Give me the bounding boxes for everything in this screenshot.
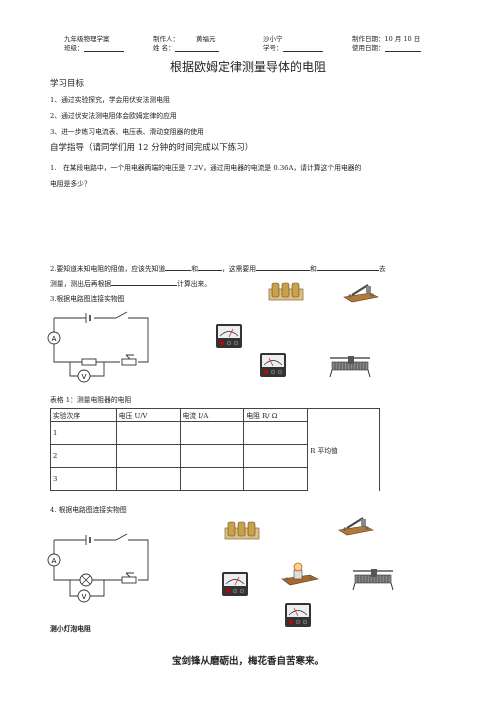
battery-pack-icon-2[interactable] xyxy=(224,521,260,541)
name-label: 姓 名： xyxy=(153,44,175,52)
resistor-symbol xyxy=(81,358,97,366)
guide-heading: 自学指导（请同学们用 12 分钟的时间完成以下练习） xyxy=(50,143,254,153)
q2-text-3: ，这需要用 xyxy=(222,265,257,273)
voltmeter-symbol-2 xyxy=(77,589,91,603)
goal-item-3: 3、进一步练习电流表、电压表、滑动变阻器的使用 xyxy=(50,128,204,136)
cell-resistance-1[interactable] xyxy=(243,421,309,445)
goal-item-1: 1、通过实验探究，学会用伏安法测电阻 xyxy=(50,96,170,104)
q2-blank-2[interactable] xyxy=(198,262,223,271)
table-caption: 表格 1：测量电阻器的电阻 xyxy=(50,396,132,404)
cell-voltage-1[interactable] xyxy=(115,421,181,445)
question-2-line-2: 测量，测出后再根据 计算出来。 xyxy=(50,277,211,290)
class-label: 班级： xyxy=(64,44,84,52)
ammeter-symbol-2 xyxy=(47,553,61,567)
resistance-table: 实验次序 电压 U/V 电流 I/A 电阻 R/ Ω R 平均值 1 2 3 xyxy=(50,408,380,491)
voltmeter-label: V xyxy=(82,373,87,381)
voltmeter-device-icon[interactable] xyxy=(259,352,287,378)
voltmeter-device-icon-2[interactable] xyxy=(284,602,312,628)
goals-heading: 学习目标 xyxy=(50,79,85,89)
class-field: 班级： xyxy=(64,42,124,52)
circuit-diagram-2: A V xyxy=(47,533,149,603)
row-order-1: 1 xyxy=(50,421,117,445)
header-average: R 平均值 xyxy=(307,408,380,491)
rheostat-symbol-2 xyxy=(121,576,137,584)
q2-blank-3[interactable] xyxy=(256,262,311,271)
cell-current-2[interactable] xyxy=(179,444,245,468)
knife-switch-icon-2[interactable] xyxy=(337,516,375,536)
school-name: 沙小宁 xyxy=(263,35,283,43)
question-1-number: 1. xyxy=(50,164,57,172)
rheostat-device-icon[interactable] xyxy=(328,354,372,378)
lamp-symbol xyxy=(79,573,93,587)
cell-resistance-3[interactable] xyxy=(243,467,309,491)
ammeter-label: A xyxy=(52,335,57,343)
header-resistance: 电阻 R/ Ω xyxy=(243,408,309,422)
made-date: 制作日期：10 月 10 日 xyxy=(352,35,421,43)
ammeter-device-icon[interactable] xyxy=(215,323,243,349)
id-blank[interactable] xyxy=(282,44,323,52)
knife-switch-icon[interactable] xyxy=(342,283,380,303)
header-voltage: 电压 U/V xyxy=(115,408,181,422)
q2-text-4: 和 xyxy=(310,265,317,273)
name-field: 姓 名： xyxy=(153,42,219,52)
header-order: 实验次序 xyxy=(50,408,117,422)
use-date-label: 使用日期： xyxy=(352,44,385,52)
ammeter-device-icon-2[interactable] xyxy=(221,571,249,597)
cell-resistance-2[interactable] xyxy=(243,444,309,468)
id-label: 学号： xyxy=(263,44,283,52)
author-name: 黄福元 xyxy=(196,35,216,43)
rheostat-symbol xyxy=(121,358,137,366)
q2-text-7: 计算出来。 xyxy=(177,280,212,288)
battery-pack-icon[interactable] xyxy=(268,282,304,302)
question-1-text: 在某段电路中，一个用电器两端的电压是 7.2V，通过用电器的电流是 0.36A，… xyxy=(62,164,362,172)
question-1: 1. 在某段电路中，一个用电器两端的电压是 7.2V，通过用电器的电流是 0.3… xyxy=(50,162,455,174)
cell-voltage-2[interactable] xyxy=(115,444,181,468)
rheostat-device-icon-2[interactable] xyxy=(351,567,395,591)
name-blank[interactable] xyxy=(174,44,219,52)
page-title: 根据欧姆定律测量导体的电阻 xyxy=(169,60,326,74)
table-header-row: 实验次序 电压 U/V 电流 I/A 电阻 R/ Ω R 平均值 xyxy=(50,408,380,491)
question-2: 2.要知道未知电阻的阻值，应该先知道 和 ，这需要用 和 去 xyxy=(50,262,386,275)
cell-voltage-3[interactable] xyxy=(115,467,181,491)
q2-text-2: 和 xyxy=(191,265,199,273)
voltmeter-label-2: V xyxy=(82,593,87,601)
motto: 宝剑锋从磨砺出，梅花香自苦寒来。 xyxy=(171,656,324,667)
table-row: 3 xyxy=(50,467,380,491)
q2-text-6: 测量，测出后再根据 xyxy=(50,280,112,288)
ammeter-label-2: A xyxy=(52,557,57,565)
author-label: 制作人： xyxy=(153,35,179,43)
table-row: 2 xyxy=(50,444,380,468)
cell-current-3[interactable] xyxy=(179,467,245,491)
question-3: 3.根据电路图连接实物图 xyxy=(50,295,125,303)
question-4: 4. 根据电路图连接实物图 xyxy=(50,506,127,514)
q2-blank-1[interactable] xyxy=(165,262,192,271)
bulb-caption: 测小灯泡电阻 xyxy=(50,625,91,633)
class-blank[interactable] xyxy=(83,44,124,52)
question-1-tail: 电阻是多少？ xyxy=(50,180,91,188)
goal-item-2: 2、通过伏安法测电阻体会欧姆定律的应用 xyxy=(50,112,177,120)
q2-blank-4[interactable] xyxy=(316,262,379,271)
voltmeter-symbol xyxy=(77,369,91,383)
lamp-holder-icon[interactable] xyxy=(280,561,320,587)
id-field: 学号： xyxy=(263,42,323,52)
header-current: 电流 I/A xyxy=(179,408,245,422)
use-date-blank[interactable] xyxy=(384,44,421,52)
cell-current-1[interactable] xyxy=(179,421,245,445)
q2-text-1: 2.要知道未知电阻的阻值，应该先知道 xyxy=(50,265,166,273)
row-order-2: 2 xyxy=(50,444,117,468)
use-date-field: 使用日期： xyxy=(352,42,421,52)
circuit-diagram-1: A V xyxy=(47,311,149,383)
ammeter-symbol xyxy=(47,331,61,345)
q2-text-5: 去 xyxy=(378,265,386,273)
q2-blank-5[interactable] xyxy=(111,277,178,286)
course-name: 九年级物理学案 xyxy=(64,35,110,43)
row-order-3: 3 xyxy=(50,467,117,491)
